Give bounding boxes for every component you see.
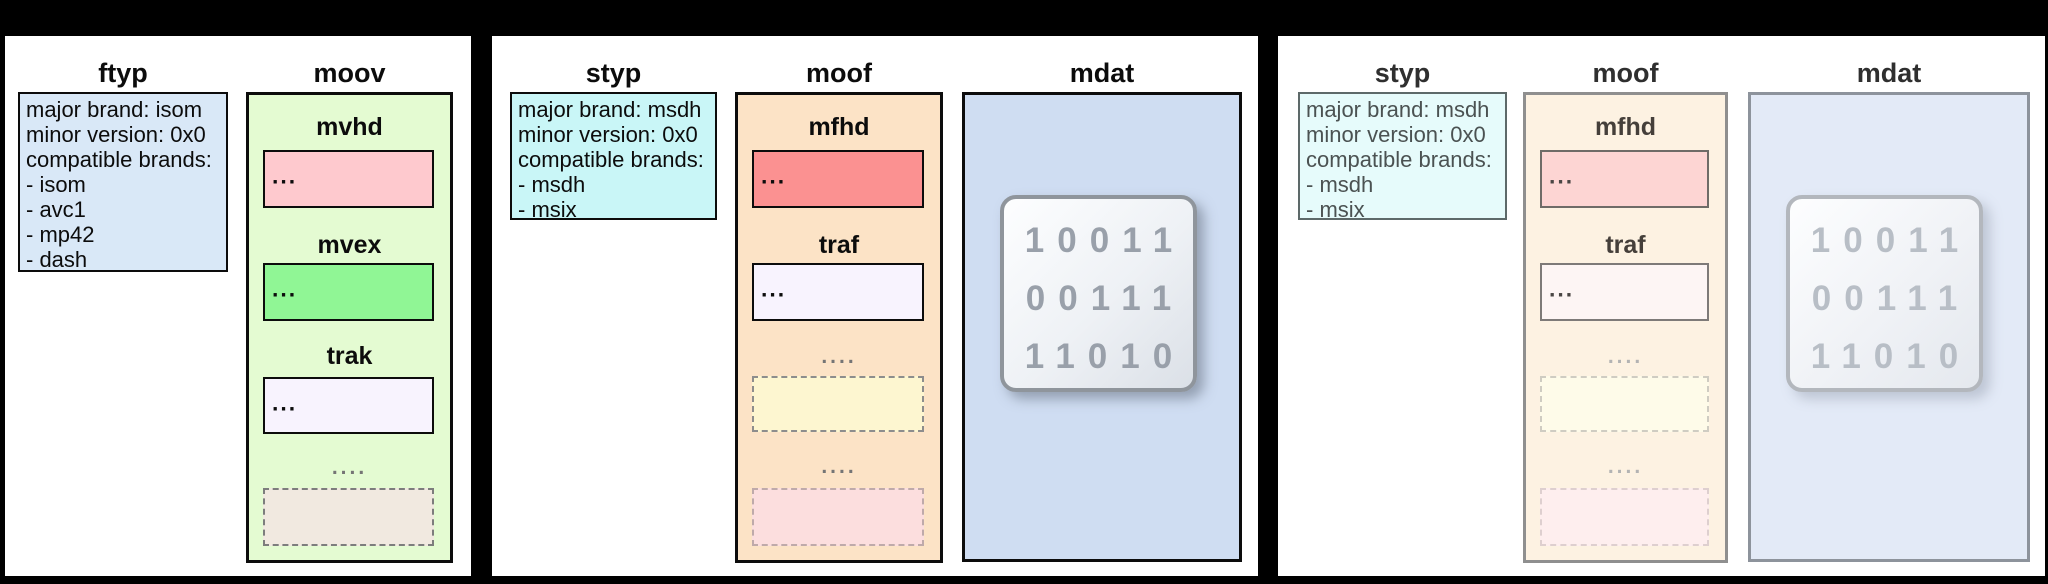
styp-info-line: - msix (1306, 197, 1365, 222)
more-traf-dashed-box (752, 376, 924, 432)
panel-init-segment: ftyp major brand: isom minor version: 0x… (5, 36, 471, 576)
binary-row: 11010 (1024, 337, 1186, 376)
mdat-container: 10011 00111 11010 (962, 92, 1242, 562)
more-items-dots: .... (821, 455, 857, 478)
trak-label: trak (326, 342, 373, 370)
more-traf-dashed-box (1540, 488, 1709, 546)
styp-title: styp (1374, 58, 1431, 88)
ellipsis-placeholder: ... (272, 388, 298, 415)
trak-box: ... (263, 377, 434, 434)
ftyp-title: ftyp (98, 58, 148, 88)
panel-media-segment-faded: styp major brand: msdh minor version: 0x… (1278, 36, 2045, 576)
mvex-label: mvex (317, 231, 382, 259)
ellipsis-placeholder: ... (1549, 162, 1575, 189)
ftyp-info-line: compatible brands: (26, 147, 212, 172)
styp-info-box: major brand: msdh minor version: 0x0 com… (510, 92, 717, 222)
binary-data-card: 10011 00111 11010 (1000, 195, 1197, 392)
binary-row: 10011 (1810, 221, 1972, 260)
moov-container: mvhd ... mvex ... trak ... .... (246, 92, 453, 563)
ftyp-info-line: minor version: 0x0 (26, 122, 206, 147)
more-trak-dashed-box (263, 488, 434, 546)
ftyp-info-line: - mp42 (26, 222, 95, 247)
moof-title: moof (806, 58, 872, 88)
mdat-title: mdat (1069, 58, 1135, 88)
ellipsis-placeholder: ... (272, 162, 298, 189)
ellipsis-placeholder: ... (272, 275, 298, 302)
styp-info-line: - msix (518, 197, 577, 222)
traf-box: ... (1540, 263, 1709, 321)
moof-container: mfhd ... traf ... .... .... (735, 92, 943, 563)
mfhd-label: mfhd (1594, 113, 1657, 141)
mvhd-box: ... (263, 150, 434, 208)
binary-row: 10011 (1024, 221, 1186, 260)
mdat-container: 10011 00111 11010 (1748, 92, 2030, 562)
panel-media-segment: styp major brand: msdh minor version: 0x… (492, 36, 1258, 576)
styp-info-line: major brand: msdh (518, 97, 702, 122)
ftyp-info-line: - dash (26, 247, 88, 272)
styp-info-box: major brand: msdh minor version: 0x0 com… (1298, 92, 1507, 222)
moov-title: moov (313, 58, 386, 88)
ellipsis-placeholder: ... (1549, 275, 1575, 302)
more-traf-dashed-box (752, 488, 924, 546)
traf-box: ... (752, 263, 924, 321)
ftyp-info-line: - avc1 (26, 197, 86, 222)
traf-label: traf (1605, 231, 1646, 259)
ellipsis-placeholder: ... (761, 162, 787, 189)
more-items-dots: .... (821, 345, 857, 368)
styp-info-line: compatible brands: (1306, 147, 1492, 172)
mvhd-label: mvhd (316, 113, 383, 141)
more-traf-dashed-box (1540, 376, 1709, 432)
styp-info-line: major brand: msdh (1306, 97, 1490, 122)
more-items-dots: .... (331, 456, 368, 479)
traf-label: traf (818, 231, 860, 259)
more-items-dots: .... (1607, 345, 1644, 368)
mfhd-box: ... (752, 150, 924, 208)
styp-info-line: minor version: 0x0 (518, 122, 698, 147)
styp-title: styp (585, 58, 642, 88)
binary-row: 00111 (1025, 279, 1185, 318)
styp-info-line: - msdh (1306, 172, 1374, 197)
styp-info-line: compatible brands: (518, 147, 704, 172)
ftyp-info-box: major brand: isom minor version: 0x0 com… (18, 92, 228, 272)
more-items-dots: .... (1607, 455, 1644, 478)
styp-info-line: minor version: 0x0 (1306, 122, 1486, 147)
ellipsis-placeholder: ... (761, 275, 787, 302)
moof-title: moof (1592, 58, 1659, 88)
binary-row: 11010 (1810, 337, 1972, 376)
mdat-title: mdat (1856, 58, 1922, 88)
mfhd-box: ... (1540, 150, 1709, 208)
ftyp-info-line: - isom (26, 172, 86, 197)
binary-data-card: 10011 00111 11010 (1786, 195, 1983, 392)
mvex-box: ... (263, 263, 434, 321)
binary-row: 00111 (1811, 279, 1971, 318)
moof-container: mfhd ... traf ... .... .... (1523, 92, 1728, 563)
mfhd-label: mfhd (808, 113, 870, 141)
ftyp-info-line: major brand: isom (26, 97, 203, 122)
styp-info-line: - msdh (518, 172, 586, 197)
